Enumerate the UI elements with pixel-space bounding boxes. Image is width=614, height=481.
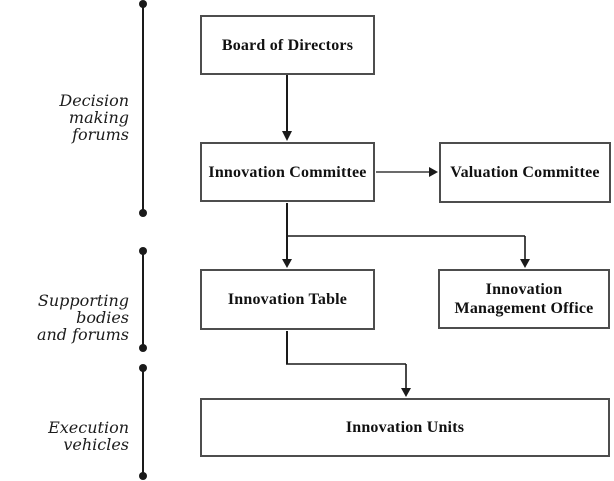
arrow-committee-to-management-office (287, 235, 530, 268)
box-board-of-directors: Board of Directors (200, 15, 375, 75)
section-label-line: Decision making (59, 91, 129, 127)
box-innovation-units: Innovation Units (200, 398, 610, 457)
box-label-line1: Innovation (485, 281, 563, 298)
section-label-line: forums (72, 125, 129, 144)
box-label: Innovation Units (345, 419, 465, 436)
arrow-committee-to-table (282, 203, 292, 268)
box-innovation-committee: Innovation Committee (200, 142, 375, 202)
box-innovation-table: Innovation Table (200, 269, 375, 330)
box-label: Board of Directors (221, 36, 354, 54)
box-label: Innovation Committee (208, 163, 367, 181)
box-label: Innovation Table (227, 291, 348, 308)
section-label-supporting-bodies-and-forums: Supporting bodies and forums (0, 292, 129, 343)
section-label-decision-making-forums: Decision making forums (0, 92, 129, 143)
arrow-committee-to-valuation (376, 167, 438, 177)
section-label-line: Execution vehicles (48, 418, 129, 454)
section-label-line: Supporting bodies (37, 291, 129, 327)
bracket-execution-vehicles (139, 364, 147, 480)
bracket-supporting-bodies (139, 247, 147, 352)
arrow-board-to-innovation-committee (282, 75, 292, 141)
box-label-line2: Management Office (454, 300, 594, 317)
box-innovation-management-office: Innovation Management Office (438, 269, 610, 329)
section-label-line: and forums (36, 325, 129, 344)
section-label-execution-vehicles: Execution vehicles (0, 419, 129, 453)
bracket-decision-making-forums (139, 0, 147, 217)
arrow-table-to-units (286, 331, 411, 397)
box-label: Valuation Committee (450, 164, 600, 181)
box-valuation-committee: Valuation Committee (439, 142, 611, 203)
